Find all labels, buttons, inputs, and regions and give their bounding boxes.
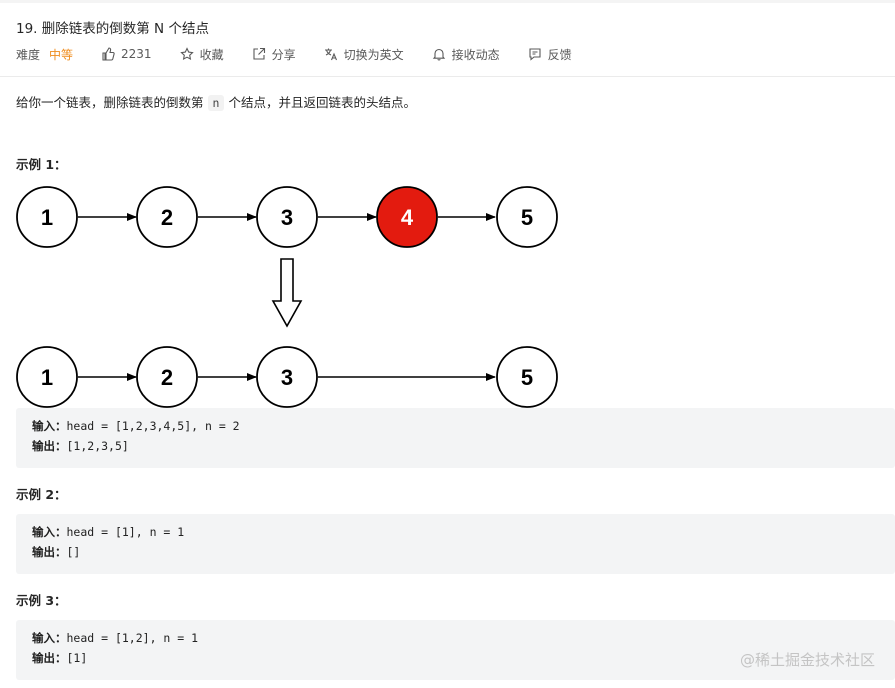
input-line: 输入：head = [1,2], n = 1	[32, 628, 895, 648]
share-label: 分享	[271, 47, 296, 62]
output-value: []	[66, 545, 81, 559]
output-value: [1,2,3,5]	[66, 439, 129, 453]
node-value: 3	[281, 365, 293, 390]
problem-title: 19. 删除链表的倒数第 N 个结点	[16, 21, 209, 37]
difficulty-label: 难度	[16, 47, 41, 62]
watermark: @稀土掘金技术社区	[739, 651, 875, 669]
feedback-icon	[528, 47, 542, 61]
input-label: 输入：	[32, 525, 67, 539]
list-node: 2	[136, 186, 198, 248]
like-button[interactable]: 2231	[101, 47, 152, 61]
header-divider	[0, 76, 895, 77]
linked-list-diagram: 1 2 3 4 5 1 2 3 5	[16, 186, 558, 408]
node-value: 2	[161, 205, 173, 230]
output-label: 输出：	[32, 439, 67, 453]
node-value: 5	[521, 365, 533, 390]
input-label: 输入：	[32, 419, 67, 433]
input-value: head = [1,2], n = 1	[66, 631, 199, 645]
list-node: 5	[496, 186, 558, 248]
example-2-title: 示例 2：	[16, 487, 67, 502]
bell-icon	[432, 47, 446, 61]
node-value: 2	[161, 365, 173, 390]
share-button[interactable]: 分享	[252, 46, 296, 63]
description-text-1: 给你一个链表，删除链表的倒数第	[16, 95, 204, 110]
subscribe-label: 接收动态	[451, 47, 500, 62]
output-label: 输出：	[32, 651, 67, 665]
subscribe-button[interactable]: 接收动态	[432, 46, 500, 63]
list-node: 1	[16, 186, 78, 248]
input-line: 输入：head = [1,2,3,4,5], n = 2	[32, 416, 895, 436]
list-node: 5	[496, 346, 558, 408]
description-code: n	[207, 95, 225, 111]
list-node: 3	[256, 346, 318, 408]
output-label: 输出：	[32, 545, 67, 559]
node-value: 4	[401, 205, 414, 230]
example-2-code-block: 输入：head = [1], n = 1 输出：[]	[16, 514, 895, 574]
translate-button[interactable]: 切换为英文	[324, 46, 404, 63]
share-icon	[252, 47, 266, 61]
node-value: 1	[41, 365, 53, 390]
output-value: [1]	[66, 651, 88, 665]
thumbs-up-icon	[101, 47, 115, 61]
translate-icon	[324, 47, 338, 61]
node-value: 1	[41, 205, 53, 230]
input-value: head = [1,2,3,4,5], n = 2	[66, 419, 240, 433]
list-node: 1	[16, 346, 78, 408]
feedback-label: 反馈	[547, 47, 572, 62]
list-node: 3	[256, 186, 318, 248]
problem-meta-bar: 难度 中等 2231 收藏 分享 切换为英文 接收动态 反馈	[16, 45, 600, 63]
favorite-label: 收藏	[199, 47, 224, 62]
output-line: 输出：[1]	[32, 648, 895, 668]
feedback-button[interactable]: 反馈	[528, 46, 572, 63]
input-line: 输入：head = [1], n = 1	[32, 522, 895, 542]
input-label: 输入：	[32, 631, 67, 645]
output-line: 输出：[]	[32, 542, 895, 562]
output-line: 输出：[1,2,3,5]	[32, 436, 895, 456]
example-1-title: 示例 1：	[16, 157, 67, 172]
example-3-code-block: 输入：head = [1,2], n = 1 输出：[1]	[16, 620, 895, 680]
input-value: head = [1], n = 1	[66, 525, 185, 539]
removed-list-node: 4	[376, 186, 438, 248]
top-edge	[0, 0, 895, 3]
like-count: 2231	[121, 47, 152, 61]
translate-label: 切换为英文	[343, 47, 404, 62]
transform-arrow-icon	[271, 258, 303, 328]
example-1-code-block: 输入：head = [1,2,3,4,5], n = 2 输出：[1,2,3,5…	[16, 408, 895, 468]
node-value: 3	[281, 205, 293, 230]
list-node: 2	[136, 346, 198, 408]
node-value: 5	[521, 205, 533, 230]
star-icon	[179, 47, 194, 61]
difficulty-badge: 中等	[49, 47, 74, 62]
example-3-title: 示例 3：	[16, 593, 67, 608]
favorite-button[interactable]: 收藏	[179, 46, 224, 63]
description-text-2: 个结点，并且返回链表的头结点。	[228, 95, 416, 110]
